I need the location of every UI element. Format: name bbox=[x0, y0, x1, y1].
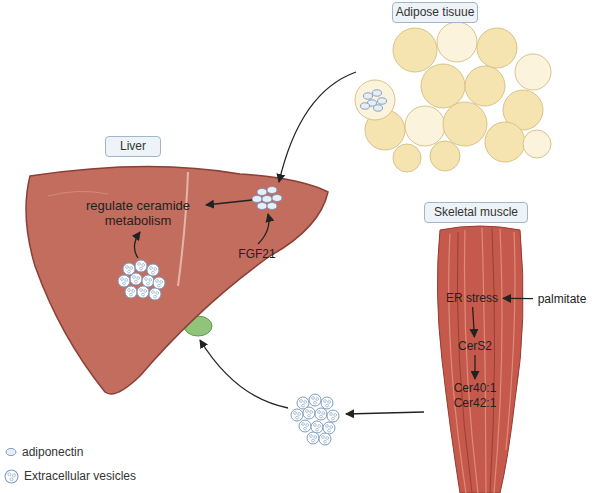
organ-title: Adipose tisuue bbox=[392, 2, 478, 23]
node-text: FGF21 bbox=[236, 246, 278, 262]
release-arrow bbox=[346, 412, 424, 414]
skeletal-muscle: Skeletal muscle ER stressCerS2Cer40:1 Cer… bbox=[420, 200, 532, 493]
uptake-arrow bbox=[200, 340, 288, 408]
node-text: regulate ceramide metabolism bbox=[73, 196, 203, 230]
pathway-arrow bbox=[474, 355, 475, 379]
legend-text: adiponectin bbox=[22, 445, 83, 459]
adipose-tissue: Adipose tisuue bbox=[345, 0, 555, 172]
ev-cluster bbox=[291, 394, 339, 445]
pathway-step: ER stress bbox=[442, 290, 502, 306]
stimulus-label: palmitate bbox=[534, 291, 590, 307]
node-text: palmitate bbox=[534, 291, 590, 307]
hormone-label: FGF21 bbox=[236, 246, 278, 262]
pathway-arrow bbox=[503, 298, 533, 300]
process-text: regulate ceramide metabolism bbox=[73, 196, 203, 230]
organ-shape bbox=[18, 136, 334, 402]
pathway-step: CerS2 bbox=[453, 338, 497, 354]
legend-sample bbox=[5, 470, 18, 483]
liver-organ: Liver regulate ceramide metabolismFGF21 bbox=[18, 136, 334, 402]
legend-text: Extracellular vesicles bbox=[24, 469, 136, 483]
legend-sample bbox=[6, 448, 16, 455]
pathway-arrow bbox=[473, 307, 475, 337]
organ-shape bbox=[345, 0, 555, 172]
node-text: CerS2 bbox=[453, 338, 497, 354]
secretion-arrow bbox=[279, 72, 356, 182]
node-text: ER stress bbox=[442, 290, 502, 306]
pathway-step: Cer40:1 Cer42:1 bbox=[448, 380, 502, 412]
organ-title: Skeletal muscle bbox=[424, 202, 528, 223]
node-text: Cer40:1 Cer42:1 bbox=[448, 380, 502, 412]
organ-title: Liver bbox=[105, 136, 161, 157]
